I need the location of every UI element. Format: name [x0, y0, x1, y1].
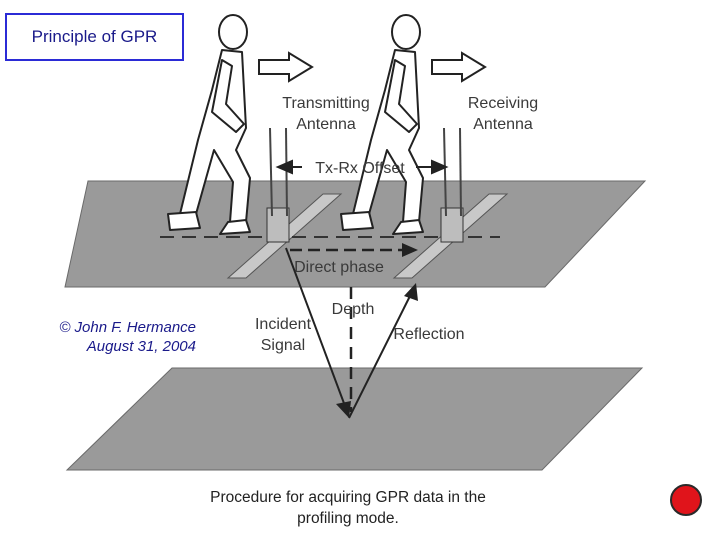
direct-phase-label: Direct phase: [294, 259, 384, 276]
slide-title: Principle of GPR: [5, 13, 184, 61]
credit-date: August 31, 2004: [86, 338, 196, 355]
receiving-label-2: Antenna: [473, 116, 533, 133]
offset-label: Tx-Rx Offset: [315, 160, 405, 177]
reflection-ray: [348, 283, 418, 419]
receiving-label-1: Receiving: [468, 95, 538, 112]
reflection-label: Reflection: [393, 326, 464, 343]
offset-arrow: [275, 159, 449, 175]
reflector-plane: [65, 367, 644, 471]
direct-phase-arrow: [290, 243, 418, 257]
depth-label: Depth: [332, 301, 375, 318]
caption-line-1: Procedure for acquiring GPR data in the: [210, 489, 486, 506]
transmitting-label-1: Transmitting: [282, 95, 369, 112]
incident-label-2: Signal: [261, 337, 305, 354]
surface-plane: [64, 180, 647, 288]
operator-figure-2: [340, 14, 424, 235]
caption-line-2: profiling mode.: [297, 510, 399, 527]
record-button[interactable]: [670, 484, 702, 516]
credit-author: © John F. Hermance: [59, 319, 196, 336]
walk-direction-arrow-2: [431, 51, 487, 83]
transmitting-label-2: Antenna: [296, 116, 356, 133]
transmitter-antenna: [266, 127, 290, 243]
walk-direction-arrow-1: [258, 51, 314, 83]
receiver-antenna: [440, 127, 464, 243]
copyright-credit: © John F. Hermance August 31, 2004: [20, 318, 196, 356]
operator-figure-1: [167, 14, 251, 235]
incident-label-1: Incident: [255, 316, 312, 333]
incident-ray: [285, 247, 351, 418]
